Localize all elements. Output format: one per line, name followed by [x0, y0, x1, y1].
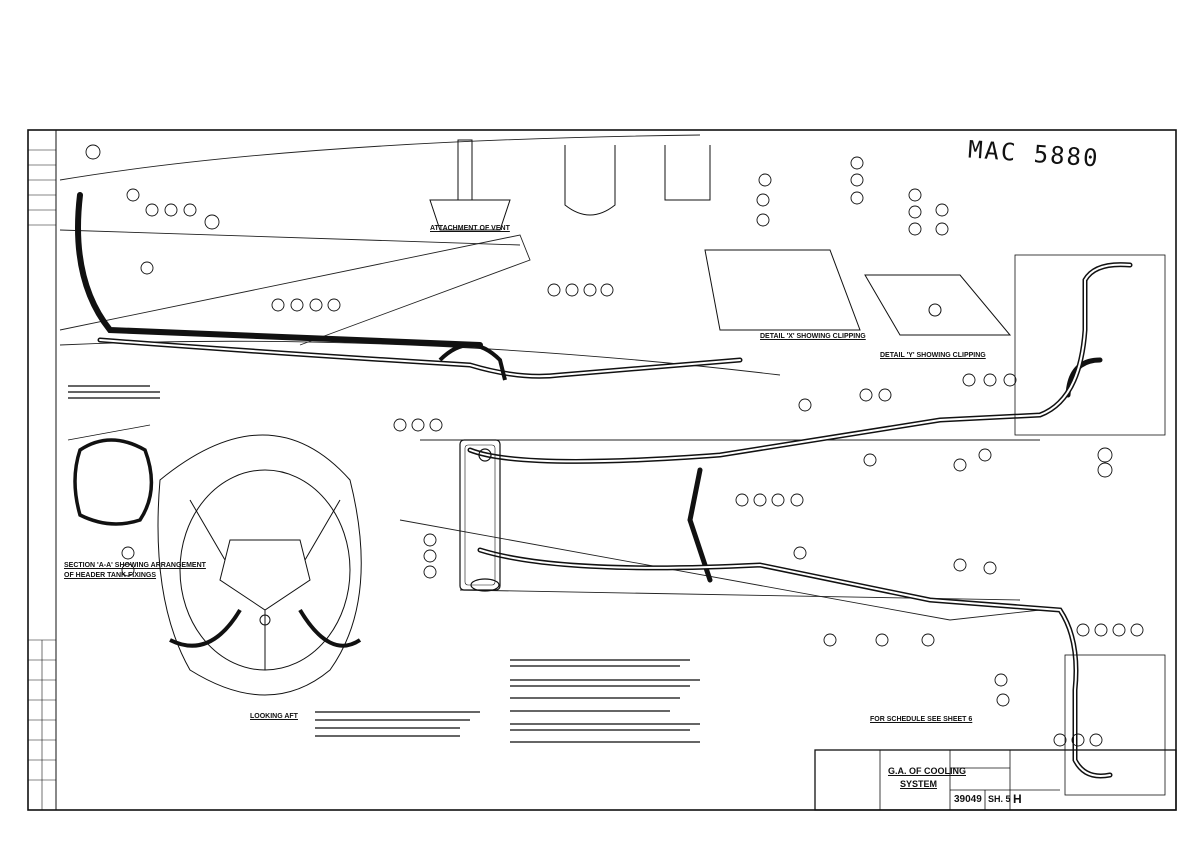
caption-schedule: FOR SCHEDULE SEE SHEET 6	[870, 716, 973, 723]
sheet-number: SH. 5	[988, 794, 1011, 804]
reference-balloons	[85, 144, 1144, 747]
revision-letter: H	[1013, 792, 1022, 806]
coolant-pipes	[75, 192, 1133, 779]
header-tank-section	[67, 424, 154, 526]
outlet-pipe-frame	[1014, 254, 1166, 796]
revision-column	[28, 149, 56, 810]
caption-looking-aft: LOOKING AFT	[250, 713, 298, 720]
title-block	[814, 749, 1177, 811]
detail-sketches	[429, 139, 1012, 336]
general-notes	[68, 385, 700, 743]
caption-section-aa-2: OF HEADER TANK FIXINGS	[64, 572, 157, 579]
caption-detail-y: DETAIL 'Y' SHOWING CLIPPING	[880, 352, 986, 359]
caption-detail-x: DETAIL 'X' SHOWING CLIPPING	[760, 333, 866, 340]
drawing-number: 39049	[954, 794, 982, 805]
drawing-border	[27, 129, 1177, 811]
radiator-assembly	[438, 343, 507, 592]
looking-aft-view	[157, 434, 362, 696]
drawing-title-line1: G.A. OF COOLING	[888, 766, 966, 776]
drawing-title-line2: SYSTEM	[900, 779, 938, 789]
caption-section-aa-1: SECTION 'A-A' SHOWING ARRANGEMENT	[64, 562, 206, 569]
caption-attachment: ATTACHMENT OF VENT	[430, 225, 510, 232]
